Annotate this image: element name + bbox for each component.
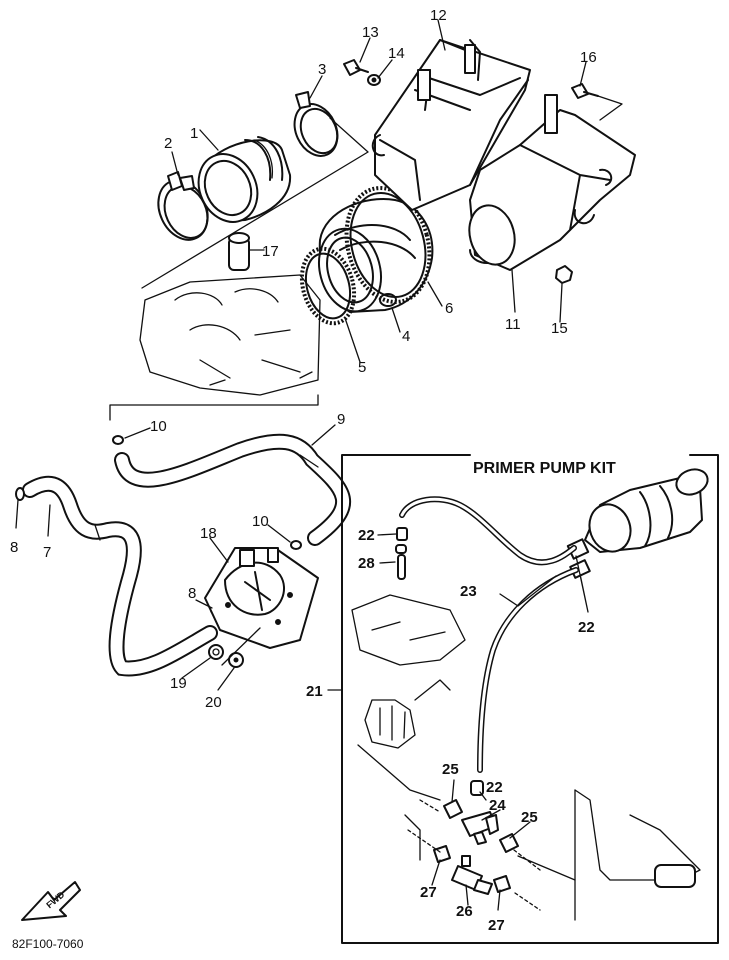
clip-10-lower [290,540,302,550]
plug-17 [228,232,250,271]
callout-21: 21 [306,683,323,700]
hose-clamp-3 [293,91,339,157]
hose-9 [114,433,352,546]
callout-1: 1 [190,125,198,142]
silencer-cover-12 [371,39,531,211]
clip-27-right [493,875,511,893]
leaders-kit [327,533,589,911]
bolt-16 [571,83,623,121]
callout-2: 2 [164,135,172,152]
callout-11: 11 [505,316,521,333]
fitting-25-right [499,833,519,853]
callout-22-bottom: 22 [486,779,503,796]
washer-19 [208,644,224,660]
callout-8-mid: 8 [188,585,196,602]
callout-7: 7 [43,544,51,561]
callout-4: 4 [402,328,410,345]
fitting-22-upper [396,527,408,541]
callout-20: 20 [205,694,222,711]
callout-17: 17 [262,243,279,260]
tube-dashes [407,799,541,911]
primer-pump-kit-box [341,454,719,944]
silencer-body-11 [468,94,636,271]
callout-24: 24 [489,797,506,814]
callout-10-upper: 10 [150,418,167,435]
callout-9: 9 [337,411,345,428]
leaders-lower-left [15,424,336,691]
leaders-upper [171,19,587,363]
clamp-ring-6 [344,186,432,304]
clip-27-left [433,845,451,863]
callout-15: 15 [551,320,568,337]
clip-10-upper [112,435,124,445]
separator-18 [204,547,319,649]
callout-12: 12 [430,7,447,24]
washer-14 [367,74,381,86]
kit-title: PRIMER PUMP KIT [473,460,616,477]
leader-group-upper [141,117,369,289]
callout-19: 19 [170,675,187,692]
engine-outline-kit [351,594,576,881]
callout-8-left: 8 [10,539,18,556]
leader-group-lower [109,394,319,421]
callout-26: 26 [456,903,473,920]
hose-7 [22,475,218,677]
callout-25-right: 25 [521,809,538,826]
callout-13: 13 [362,24,379,41]
callout-10-lower: 10 [252,513,269,530]
engine-outline [139,274,321,396]
callout-23: 23 [460,583,477,600]
fitting-25-left [443,799,463,819]
callout-3: 3 [318,61,326,78]
bracket-outline [574,789,701,921]
callout-28: 28 [358,555,375,572]
callout-18: 18 [200,525,217,542]
bolt-13 [343,59,369,76]
callout-5: 5 [358,359,366,376]
joint-26 [451,855,493,895]
callout-27-left: 27 [420,884,437,901]
callout-16: 16 [580,49,597,66]
forward-arrow [21,881,81,921]
primer-tube-23 [399,496,579,773]
nut-20 [228,652,244,668]
callout-6: 6 [445,300,453,317]
clip-8-left [15,487,25,501]
callout-22-right: 22 [578,619,595,636]
clip-28 [395,544,407,580]
diagram-code: 82F100-7060 [12,937,84,951]
rubber-joint-1 [197,136,292,223]
joint-24 [461,811,499,845]
callout-14: 14 [388,45,405,62]
callout-22-top: 22 [358,527,375,544]
primer-pump [566,468,709,579]
callout-27-right: 27 [488,917,505,934]
nut-15 [555,265,573,284]
callout-25-left: 25 [442,761,459,778]
callout-labels: 1 2 3 4 5 6 7 8 8 9 10 10 11 12 13 14 15… [10,7,616,951]
